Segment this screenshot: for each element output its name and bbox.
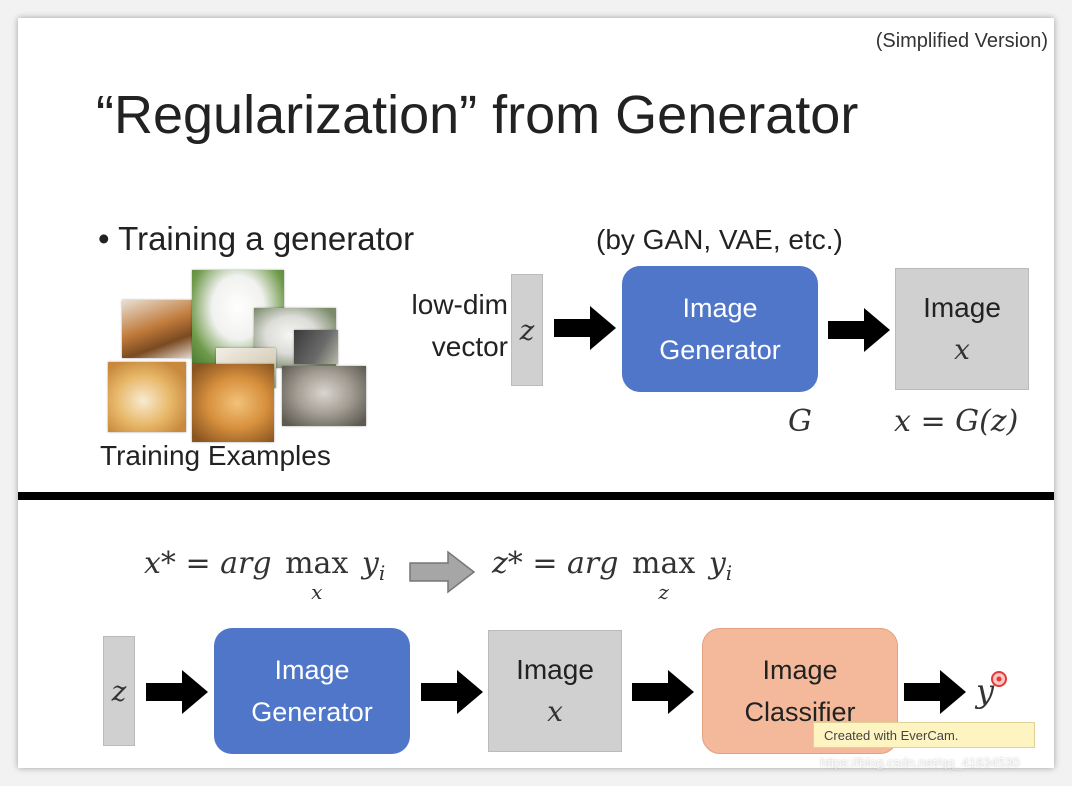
output-equation: x = G(z): [894, 404, 1019, 439]
version-note: (Simplified Version): [875, 30, 1048, 52]
bullet-text: Training a generator: [118, 220, 415, 257]
formula-x-op: max: [285, 546, 349, 581]
formula-z-sub: z: [658, 580, 669, 604]
generator-bottom-line1: Image: [274, 655, 350, 685]
output-image-box: Image x: [895, 268, 1029, 390]
arrow-right-icon: [632, 670, 694, 714]
arrow-right-icon: [421, 670, 483, 714]
generator-bottom-line2: Generator: [251, 697, 373, 727]
image-bottom-line2: x: [547, 695, 563, 728]
image-generator-box: Image Generator: [622, 266, 818, 392]
section-divider: [18, 492, 1054, 500]
low-dim-line1: low-dim: [411, 289, 508, 320]
dog-photo: [294, 330, 338, 364]
low-dim-line2: vector: [431, 331, 508, 362]
generator-line2: Generator: [659, 335, 781, 365]
generator-symbol: G: [788, 404, 812, 439]
z-vector-box: z: [511, 274, 543, 386]
formula-x-star: x* = arg max x yi: [144, 546, 386, 604]
classifier-line1: Image: [762, 655, 838, 685]
slide-title: “Regularization” from Generator: [96, 85, 859, 145]
cursor-highlight-icon: [991, 671, 1007, 687]
image-bottom-line1: Image: [516, 654, 594, 685]
image-generator-box-bottom: Image Generator: [214, 628, 410, 754]
training-examples-collage: [104, 270, 366, 442]
evercam-watermark: Created with EverCam.: [813, 722, 1035, 748]
arrow-right-icon: [146, 670, 208, 714]
arrow-right-icon: [904, 670, 966, 714]
tiger-photo: [122, 300, 198, 358]
training-examples-label: Training Examples: [100, 440, 331, 471]
image-box-bottom: Image x: [488, 630, 622, 752]
bullet-point: • Training a generator: [98, 220, 414, 258]
arrow-right-icon: [554, 306, 616, 350]
gray-arrow-right-icon: [409, 550, 476, 594]
formula-z-rhs-sub: i: [725, 561, 733, 585]
formula-x-rhs-sub: i: [378, 561, 386, 585]
cat-photo: [192, 364, 274, 442]
output-y: y: [976, 672, 995, 710]
output-line2: x: [954, 333, 970, 366]
generator-line1: Image: [682, 293, 758, 323]
url-watermark: https://blog.csdn.net/qq_41634530: [820, 755, 1020, 770]
evercam-text: Created with EverCam.: [824, 728, 959, 743]
formula-z-rhs: y: [708, 546, 726, 581]
wolf-photo: [282, 366, 366, 426]
z-vector-box-bottom: z: [103, 636, 135, 746]
formula-z-op: max: [632, 546, 696, 581]
formula-x-lhs: x* = arg: [144, 546, 272, 581]
formula-z-lhs: z* = arg: [492, 546, 619, 581]
shiba-photo: [108, 362, 186, 432]
formula-x-sub: x: [311, 580, 323, 604]
method-note: (by GAN, VAE, etc.): [596, 224, 843, 255]
low-dim-label: low-dim vector: [384, 284, 508, 368]
formula-z-star: z* = arg max z yi: [492, 546, 733, 604]
output-line1: Image: [923, 292, 1001, 323]
z-symbol: z: [519, 313, 535, 347]
formula-x-rhs: y: [361, 546, 379, 581]
bullet-dot: •: [98, 220, 119, 257]
z-symbol-bottom: z: [111, 674, 127, 708]
arrow-right-icon: [828, 308, 890, 352]
slide: (Simplified Version) “Regularization” fr…: [18, 18, 1054, 768]
